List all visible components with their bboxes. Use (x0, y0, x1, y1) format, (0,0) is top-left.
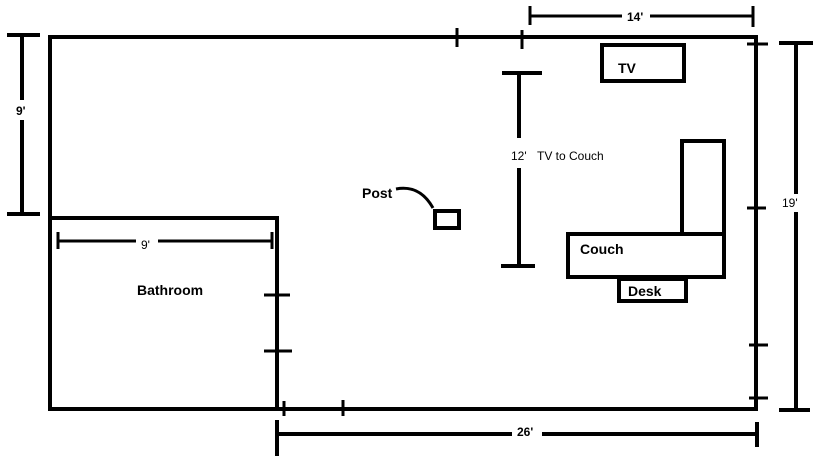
dimension-left-wall (7, 33, 40, 216)
tv-box (600, 43, 686, 83)
couch-back (680, 139, 726, 236)
room-width-dimension-label: 26' (517, 425, 533, 439)
bathroom-width-dimension-label: 9' (141, 238, 150, 252)
left-wall-dimension-label: 9' (16, 104, 26, 118)
post-label: Post (362, 185, 393, 201)
bathroom-walls (50, 216, 279, 409)
tv-zone-dimension-label: 14' (627, 10, 643, 24)
wall-ticks (264, 28, 768, 416)
couch-label: Couch (580, 241, 624, 257)
room-outline (48, 35, 758, 411)
dimension-tv-to-couch (501, 71, 542, 268)
tv-label: TV (618, 60, 637, 76)
dimension-bathroom-width (56, 232, 274, 249)
post-pointer (395, 186, 435, 209)
desk-box (617, 277, 688, 303)
desk-label: Desk (628, 283, 662, 299)
room-height-dimension-label: 19' (782, 196, 798, 210)
couch-seat (566, 232, 726, 279)
bathroom-label: Bathroom (137, 282, 203, 298)
tv-to-couch-dimension-label: TV to Couch (537, 149, 604, 163)
dimension-room-height (779, 41, 813, 412)
post-box (433, 209, 461, 230)
tv-to-couch-dimension-value: 12' (511, 149, 527, 163)
